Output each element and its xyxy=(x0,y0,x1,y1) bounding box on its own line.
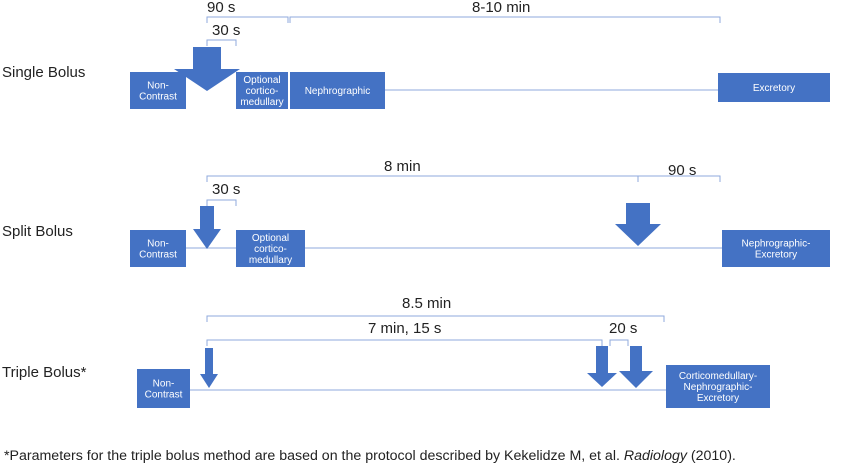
bracket-20s-triple xyxy=(609,339,629,346)
box-optional-corticomedullary-single-label-line-2: cortico- xyxy=(246,86,279,97)
bracket-label-8-10min-single: 8-10 min xyxy=(472,0,530,16)
box-corticomedullary-nephrographic-excretory-triple xyxy=(666,365,770,408)
box-excretory-single xyxy=(718,73,830,102)
bracket-30s-single xyxy=(206,39,237,46)
box-corticomedullary-nephrographic-excretory-triple-label-line-3: Excretory xyxy=(697,393,739,404)
bracket-30s-split xyxy=(206,199,237,206)
row-label-split-bolus: Split Bolus xyxy=(2,223,73,240)
box-optional-corticomedullary-single-label-line-3: medullary xyxy=(240,97,283,108)
bracket-label-8-5min-triple: 8.5 min xyxy=(402,295,451,312)
bracket-90s-split xyxy=(637,175,721,182)
box-non-contrast-split-label-line-2: Contrast xyxy=(139,250,177,261)
box-optional-corticomedullary-split-label-line-3: medullary xyxy=(249,255,292,266)
box-nephrographic-single xyxy=(290,72,385,109)
box-non-contrast-split xyxy=(130,230,186,267)
box-optional-corticomedullary-split-label-line-1: Optional xyxy=(252,233,289,244)
box-excretory-single-label-line-1: Excretory xyxy=(753,83,795,94)
contrast-bolus-arrow-triple-1 xyxy=(200,348,218,388)
box-optional-corticomedullary-split-label-line-2: cortico- xyxy=(254,244,287,255)
box-non-contrast-triple-label-line-2: Contrast xyxy=(145,390,183,401)
box-nephrographic-single-label-line-1: Nephrographic xyxy=(305,86,371,97)
box-corticomedullary-nephrographic-excretory-triple-label-line-1: Corticomedullary- xyxy=(679,371,757,382)
box-optional-corticomedullary-split xyxy=(236,230,305,267)
box-non-contrast-triple xyxy=(137,369,190,408)
bracket-8-5min-triple xyxy=(206,315,665,322)
bracket-90s-single xyxy=(206,16,289,23)
box-optional-corticomedullary-single-label-line-1: Optional xyxy=(243,75,280,86)
footnote-journal: Radiology xyxy=(623,448,687,464)
contrast-bolus-arrow-single xyxy=(174,47,240,91)
bracket-label-30s-split: 30 s xyxy=(212,181,240,198)
box-nephrographic-excretory-split-label-line-1: Nephrographic- xyxy=(742,239,811,250)
bracket-label-90s-single: 90 s xyxy=(207,0,235,16)
footnote-year: (2010). xyxy=(686,448,736,464)
box-non-contrast-single xyxy=(130,72,186,109)
box-non-contrast-split-label-line-1: Non- xyxy=(147,239,169,250)
bracket-8min-split xyxy=(206,175,639,182)
box-non-contrast-single-label-line-2: Contrast xyxy=(139,92,177,103)
contrast-bolus-arrow-triple-3 xyxy=(619,346,653,388)
box-corticomedullary-nephrographic-excretory-triple-label-line-2: Nephrographic- xyxy=(684,382,753,393)
bracket-label-20s-triple: 20 s xyxy=(609,320,637,337)
bracket-label-7min15s-triple: 7 min, 15 s xyxy=(368,320,441,337)
row-label-single-bolus: Single Bolus xyxy=(2,64,85,81)
bracket-label-90s-split: 90 s xyxy=(668,162,696,179)
bracket-8-10min-single xyxy=(289,16,721,23)
contrast-bolus-arrow-triple-2 xyxy=(587,346,617,387)
contrast-bolus-arrow-split-1 xyxy=(193,206,221,249)
bracket-label-8min-split: 8 min xyxy=(384,158,421,175)
box-non-contrast-single-label-line-1: Non- xyxy=(147,81,169,92)
footnote: *Parameters for the triple bolus method … xyxy=(4,448,850,464)
row-label-triple-bolus: Triple Bolus* xyxy=(2,364,87,381)
bracket-label-30s-single: 30 s xyxy=(212,22,240,39)
box-nephrographic-excretory-split-label-line-2: Excretory xyxy=(755,250,797,261)
footnote-text: *Parameters for the triple bolus method … xyxy=(4,448,624,464)
box-nephrographic-excretory-split xyxy=(722,230,830,267)
box-non-contrast-triple-label-line-1: Non- xyxy=(153,379,175,390)
bracket-7min15s-triple xyxy=(206,339,603,346)
box-optional-corticomedullary-single xyxy=(236,72,288,109)
contrast-bolus-arrow-split-2 xyxy=(615,203,661,246)
